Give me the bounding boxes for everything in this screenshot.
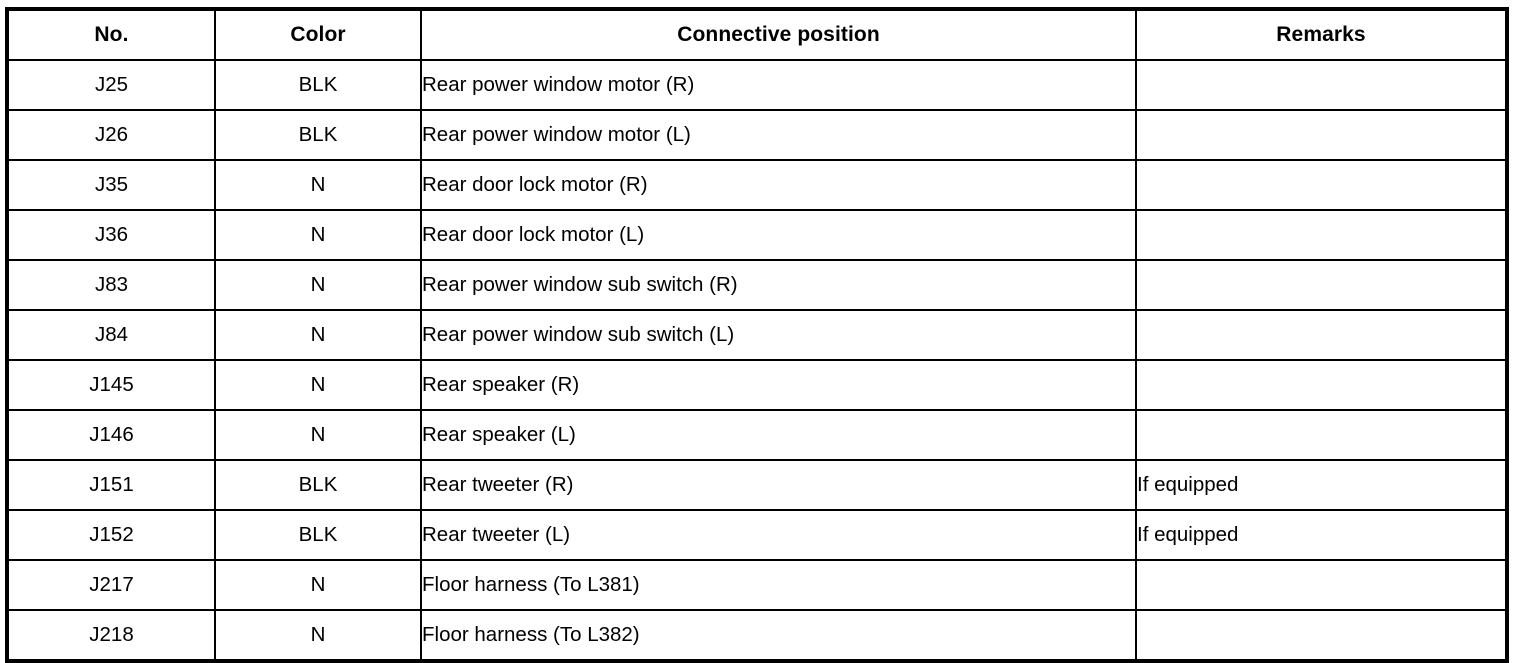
cell-remarks — [1135, 159, 1507, 211]
cell-remarks — [1135, 209, 1507, 261]
cell-connective-position: Rear power window sub switch (R) — [420, 259, 1137, 311]
cell-remarks: If equipped — [1135, 459, 1507, 511]
cell-wire-color: BLK — [214, 509, 422, 561]
table-header-row: No. Color Connective position Remarks — [7, 9, 1507, 61]
column-header-remarks: Remarks — [1135, 9, 1507, 61]
cell-connective-position: Rear speaker (R) — [420, 359, 1137, 411]
cell-wire-color: N — [214, 209, 422, 261]
connector-list-table: No. Color Connective position Remarks J2… — [5, 7, 1509, 663]
cell-connective-position: Rear speaker (L) — [420, 409, 1137, 461]
column-header-color: Color — [214, 9, 422, 61]
cell-connector-no: J145 — [7, 359, 216, 411]
cell-connective-position: Rear power window sub switch (L) — [420, 309, 1137, 361]
cell-wire-color: N — [214, 259, 422, 311]
cell-connective-position: Rear tweeter (R) — [420, 459, 1137, 511]
cell-connector-no: J83 — [7, 259, 216, 311]
cell-wire-color: N — [214, 359, 422, 411]
cell-wire-color: N — [214, 309, 422, 361]
column-header-position: Connective position — [420, 9, 1137, 61]
column-header-no: No. — [7, 9, 216, 61]
cell-remarks — [1135, 309, 1507, 361]
cell-connective-position: Rear power window motor (L) — [420, 109, 1137, 161]
cell-connective-position: Floor harness (To L381) — [420, 559, 1137, 611]
cell-connector-no: J25 — [7, 59, 216, 111]
cell-connector-no: J152 — [7, 509, 216, 561]
cell-connector-no: J26 — [7, 109, 216, 161]
cell-wire-color: N — [214, 409, 422, 461]
cell-connector-no: J146 — [7, 409, 216, 461]
cell-connector-no: J84 — [7, 309, 216, 361]
cell-wire-color: BLK — [214, 109, 422, 161]
cell-connector-no: J35 — [7, 159, 216, 211]
cell-connector-no: J217 — [7, 559, 216, 611]
cell-connector-no: J151 — [7, 459, 216, 511]
cell-remarks — [1135, 259, 1507, 311]
cell-wire-color: BLK — [214, 59, 422, 111]
cell-remarks — [1135, 59, 1507, 111]
cell-wire-color: BLK — [214, 459, 422, 511]
cell-connective-position: Rear power window motor (R) — [420, 59, 1137, 111]
cell-remarks: If equipped — [1135, 509, 1507, 561]
cell-remarks — [1135, 409, 1507, 461]
cell-remarks — [1135, 559, 1507, 611]
cell-wire-color: N — [214, 159, 422, 211]
cell-connective-position: Rear door lock motor (R) — [420, 159, 1137, 211]
cell-remarks — [1135, 359, 1507, 411]
cell-wire-color: N — [214, 559, 422, 611]
cell-connective-position: Rear tweeter (L) — [420, 509, 1137, 561]
page-canvas: No. Color Connective position Remarks J2… — [5, 7, 1509, 663]
table-header: No. Color Connective position Remarks — [7, 9, 1507, 61]
cell-connective-position: Rear door lock motor (L) — [420, 209, 1137, 261]
cell-connector-no: J36 — [7, 209, 216, 261]
cell-remarks — [1135, 109, 1507, 161]
